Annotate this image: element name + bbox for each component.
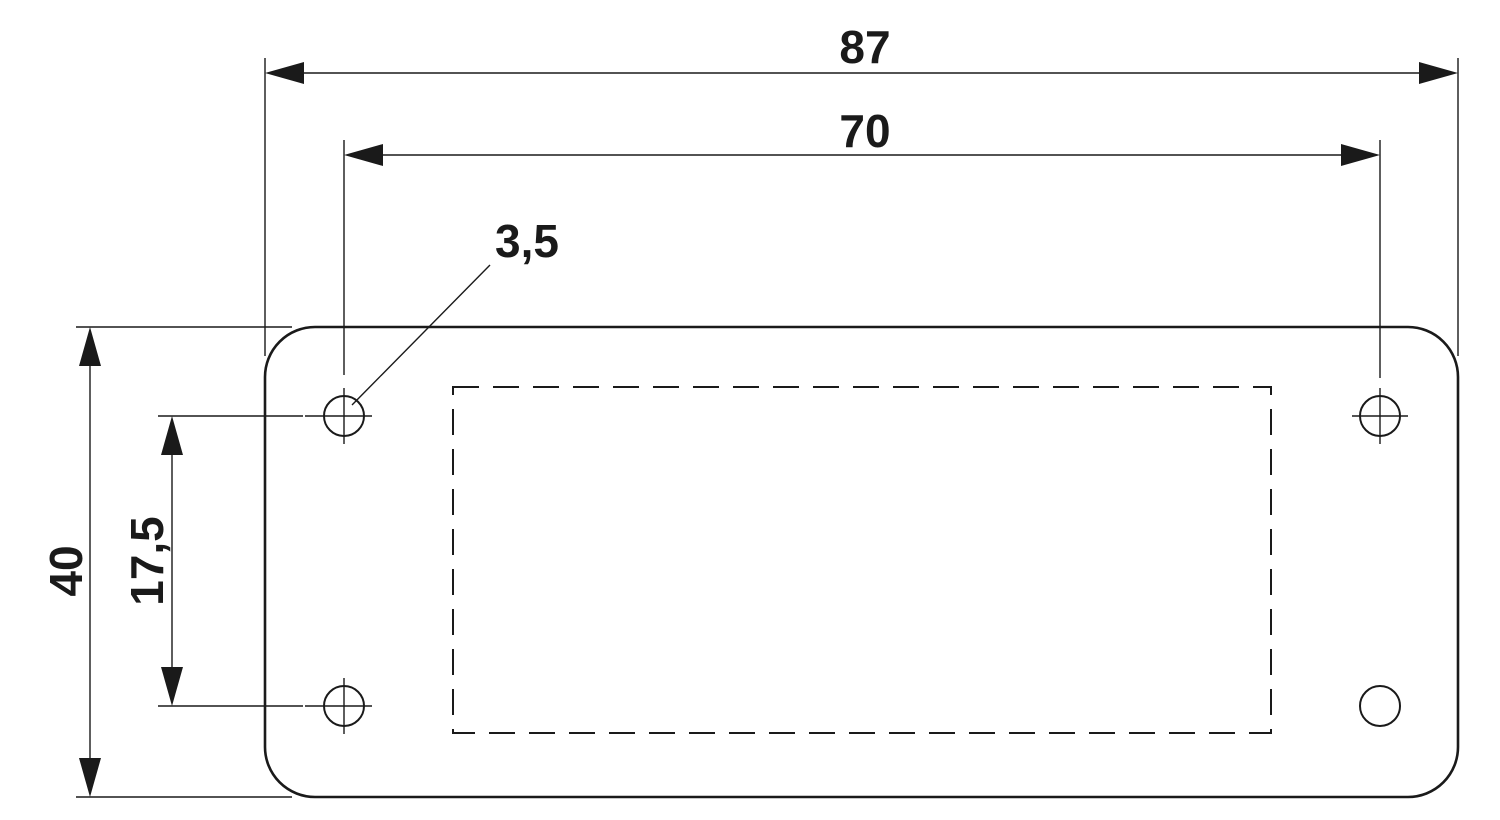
arrowhead-right [1419, 62, 1458, 84]
dimension-label-70: 70 [839, 105, 890, 157]
dimension-hole-diameter: 3,5 [351, 215, 559, 406]
leader-line [351, 264, 491, 406]
dimension-40: 40 [40, 327, 101, 797]
hole-bottom-left [305, 678, 372, 734]
dimension-17-5: 17,5 [121, 416, 183, 706]
hole-bottom-right [1359, 685, 1401, 727]
plate-outline [263, 325, 1460, 799]
arrowhead-right [1341, 144, 1380, 166]
cutout-dashed-outline [452, 386, 1272, 734]
arrowhead-top [79, 327, 101, 366]
dimension-87: 87 [265, 21, 1458, 84]
arrowhead-top [161, 416, 183, 455]
dimension-label-3-5: 3,5 [495, 215, 559, 267]
arrowhead-left [344, 144, 383, 166]
dimension-70: 70 [344, 105, 1380, 166]
hole-top-left [305, 388, 372, 444]
dimension-label-87: 87 [839, 21, 890, 73]
dimension-label-40: 40 [40, 545, 92, 596]
arrowhead-bottom [161, 667, 183, 706]
hole-top-right [1352, 388, 1408, 444]
arrowhead-bottom [79, 758, 101, 797]
dimension-label-17-5: 17,5 [121, 516, 173, 606]
arrowhead-left [265, 62, 304, 84]
